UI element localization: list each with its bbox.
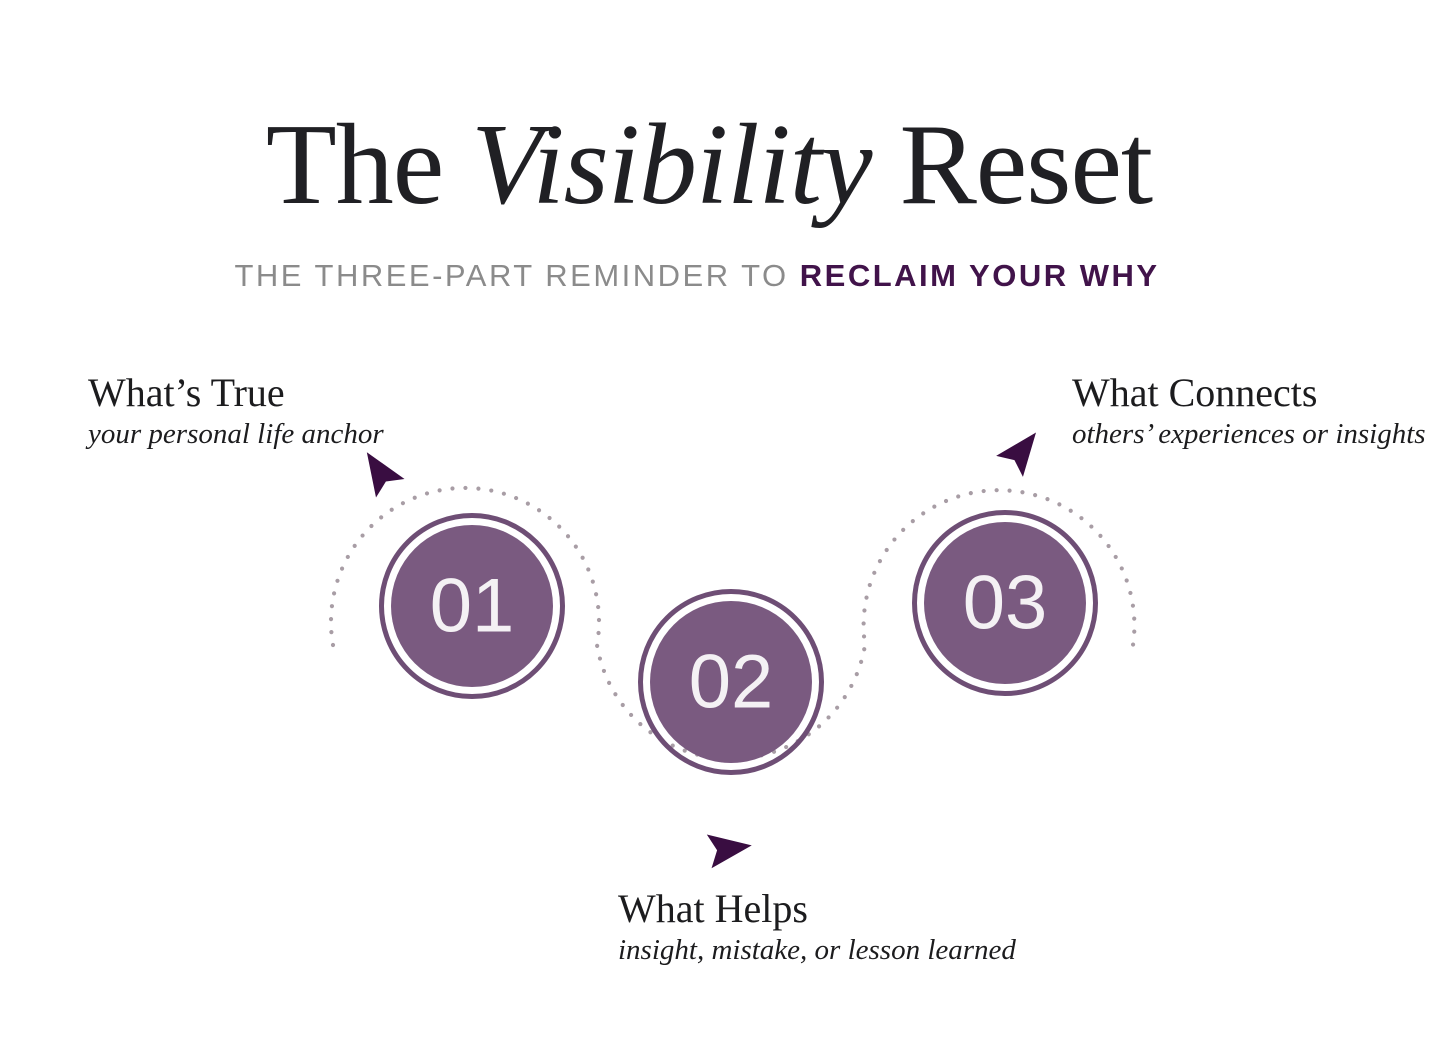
step-2-description: insight, mistake, or lesson learned bbox=[618, 934, 1016, 966]
arrow-icon-step-3 bbox=[996, 432, 1037, 477]
step-3-inner-disc bbox=[924, 522, 1086, 684]
arrow-icon-step-2 bbox=[706, 834, 752, 869]
step-3-outer-ring bbox=[912, 510, 1098, 696]
step-3-circle: 03 bbox=[912, 510, 1098, 696]
step-1-label: What’s True your personal life anchor bbox=[88, 373, 384, 451]
step-3-label: What Connects others’ experiences or ins… bbox=[1072, 373, 1426, 451]
subtitle-plain: THE THREE-PART REMINDER TO bbox=[234, 258, 789, 293]
step-3-description: others’ experiences or insights bbox=[1072, 418, 1426, 450]
arrow-icon-step-1 bbox=[366, 452, 405, 498]
step-1-outer-ring bbox=[379, 513, 565, 699]
title-italic: Visibility bbox=[471, 101, 872, 229]
step-1-circle: 01 bbox=[379, 513, 565, 699]
subtitle-highlight: RECLAIM YOUR WHY bbox=[799, 258, 1160, 293]
step-1-number: 01 bbox=[430, 564, 515, 649]
title-pre: The bbox=[265, 101, 444, 229]
step-2-circle: 02 bbox=[638, 589, 824, 775]
step-2-number: 02 bbox=[689, 640, 774, 725]
step-3-heading: What Connects bbox=[1072, 370, 1318, 415]
subtitle: THE THREE-PART REMINDER TO RECLAIM YOUR … bbox=[0, 260, 1425, 291]
step-3-number: 03 bbox=[963, 561, 1048, 646]
step-2-label: What Helps insight, mistake, or lesson l… bbox=[618, 889, 1016, 967]
step-1-inner-disc bbox=[391, 525, 553, 687]
step-1-description: your personal life anchor bbox=[88, 418, 384, 450]
dotted-wave-path bbox=[328, 485, 1137, 761]
step-2-heading: What Helps bbox=[618, 886, 808, 931]
page-title: The Visibility Reset bbox=[0, 107, 1437, 223]
step-2-inner-disc bbox=[650, 601, 812, 763]
title-post: Reset bbox=[899, 101, 1153, 229]
step-2-outer-ring bbox=[638, 589, 824, 775]
step-1-heading: What’s True bbox=[88, 370, 285, 415]
